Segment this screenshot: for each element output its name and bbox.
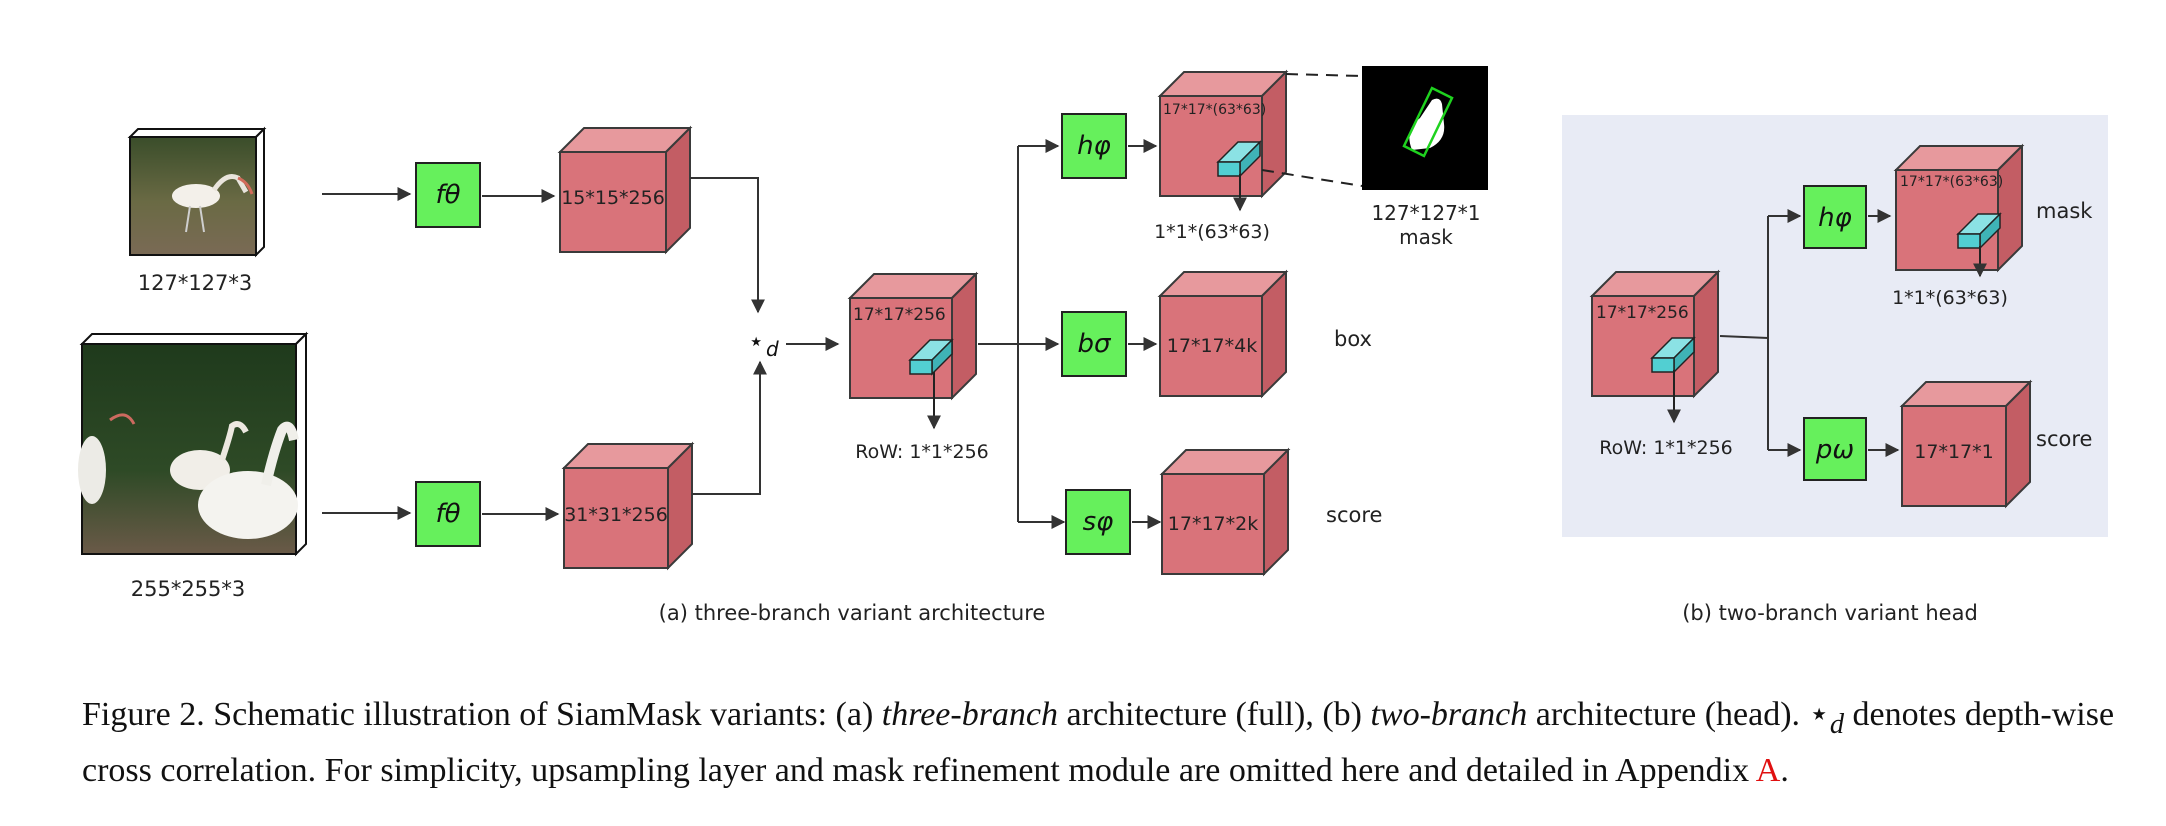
b-sigma-box — [1061, 311, 1127, 377]
template-image — [127, 126, 267, 258]
corr-subscript: d — [766, 337, 779, 361]
tb-branch-stem — [1719, 335, 1769, 339]
s-phi-label: sφ — [1083, 507, 1114, 537]
tb-score-feature-block — [1899, 379, 2033, 509]
tb-p-omega-label: pω — [1815, 435, 1854, 465]
tb-mask-feature-block — [1893, 143, 2025, 273]
h-phi-box — [1061, 113, 1127, 179]
search-feature-block — [561, 441, 695, 571]
h-phi-label: hφ — [1077, 131, 1111, 161]
template-feature-dims: 15*15*256 — [561, 187, 665, 209]
search-image-dims: 255*255*3 — [131, 577, 246, 601]
template-feature-block — [557, 125, 693, 255]
template-image-dims: 127*127*3 — [138, 271, 253, 295]
mask-output-dims: 127*127*1 — [1371, 201, 1480, 225]
row-cube — [909, 359, 933, 375]
search-feature-dims: 31*31*256 — [564, 504, 668, 526]
tb-h-phi-box — [1803, 185, 1867, 249]
s-phi-box — [1065, 489, 1131, 555]
two-branch-caption: (b) two-branch variant head — [1682, 601, 1978, 625]
figure-caption: Figure 2. Schematic illustration of Siam… — [82, 692, 2152, 794]
caption-corr-symbol: ⋆ — [1808, 696, 1830, 733]
mask-output-image — [1362, 66, 1488, 190]
box-feature-dims: 17*17*4k — [1167, 335, 1257, 357]
arrow-search-to-corr — [692, 360, 767, 495]
caption-corr-sub: d — [1829, 708, 1844, 740]
tb-row-label: RoW: 1*1*256 — [1599, 437, 1733, 459]
tb-h-phi-label: hφ — [1818, 203, 1852, 233]
tb-corr-feature-dims: 17*17*256 — [1596, 303, 1689, 323]
score-feature-block — [1159, 447, 1291, 577]
mask-feature-block — [1157, 69, 1289, 199]
tb-mask-feature-dims: 17*17*(63*63) — [1900, 174, 2003, 190]
caption-term-three-branch: three-branch — [881, 696, 1059, 733]
caption-prefix: Figure 2. Schematic illustration of Siam… — [82, 696, 882, 733]
caption-mid1: architecture (full), (b) — [1058, 696, 1371, 733]
tb-corr-feature-block — [1589, 269, 1721, 399]
score-label: score — [1326, 503, 1382, 527]
b-sigma-label: bσ — [1078, 329, 1113, 359]
corr-feature-dims: 17*17*256 — [853, 305, 946, 325]
mask-feature-dims: 17*17*(63*63) — [1163, 102, 1266, 118]
f-theta-search-box — [415, 481, 481, 547]
corr-symbol: ⋆ — [748, 327, 764, 357]
arrow-template-to-corr — [690, 177, 765, 314]
caption-term-two-branch: two-branch — [1370, 696, 1528, 733]
f-theta-template-label: fθ — [435, 180, 460, 210]
tb-p-omega-box — [1803, 417, 1867, 481]
caption-mid2: architecture (head). — [1527, 696, 1809, 733]
corr-feature-block — [847, 271, 979, 401]
f-theta-template-box — [415, 162, 481, 228]
score-feature-dims: 17*17*2k — [1168, 513, 1258, 535]
tb-score-feature-dims: 17*17*1 — [1914, 441, 1993, 463]
tb-score-label: score — [2036, 427, 2092, 451]
search-image — [78, 331, 309, 557]
tb-mask-row-label: 1*1*(63*63) — [1892, 287, 2008, 309]
zoom-line-bottom — [1261, 169, 1363, 187]
caption-mid3: denotes depth-wise cross correlation. Fo… — [82, 696, 2115, 789]
three-branch-caption: (a) three-branch variant architecture — [659, 601, 1046, 625]
caption-appendix-link[interactable]: A — [1755, 751, 1781, 789]
row-label: RoW: 1*1*256 — [855, 441, 989, 463]
caption-suffix: . — [1780, 751, 1789, 789]
tb-mask-label: mask — [2036, 199, 2093, 223]
mask-row-label: 1*1*(63*63) — [1154, 221, 1270, 243]
mask-output-name: mask — [1399, 225, 1453, 249]
f-theta-search-label: fθ — [435, 499, 460, 529]
box-label: box — [1334, 327, 1372, 351]
box-feature-block — [1157, 269, 1289, 399]
zoom-line-top — [1285, 73, 1363, 77]
